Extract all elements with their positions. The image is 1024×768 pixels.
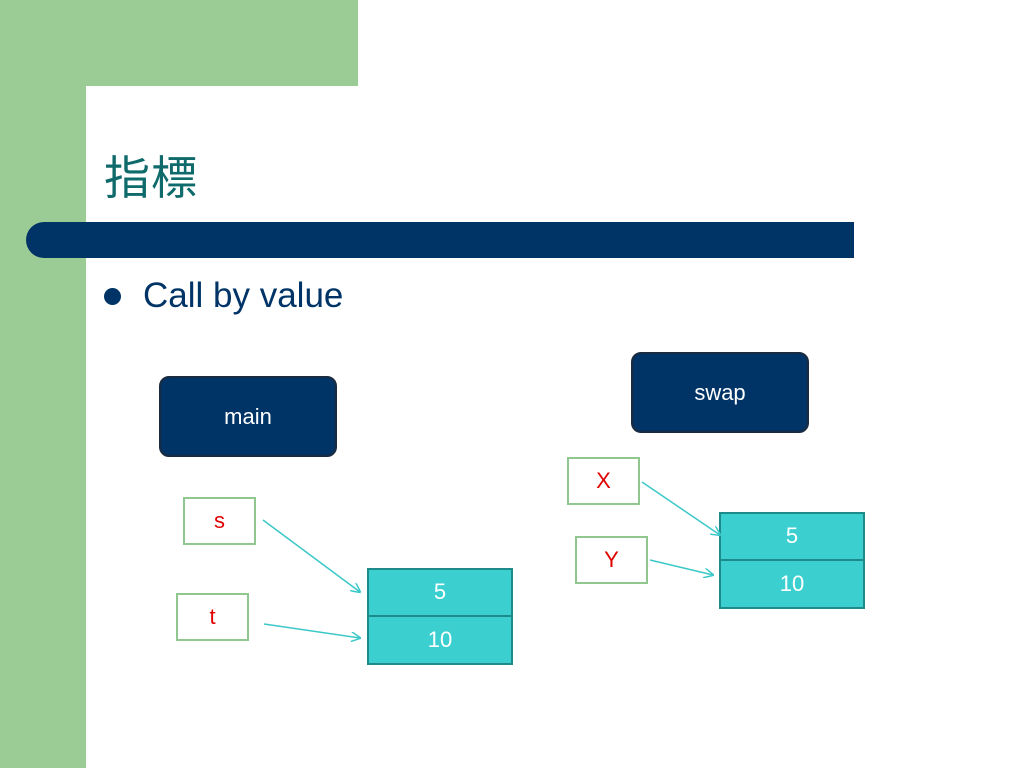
bullet-text: Call by value: [143, 276, 344, 315]
bullet-dot: [104, 288, 121, 305]
swap-memory-stack: 5 10: [719, 512, 865, 609]
main-memory-stack: 5 10: [367, 568, 513, 665]
var-label: X: [596, 468, 611, 493]
memory-cell-bottom: 10: [427, 626, 453, 652]
memory-cell-top: 5: [369, 570, 511, 617]
slide-title: 指標: [104, 151, 198, 205]
swap-function-label: swap: [694, 379, 746, 405]
arrow-s-to-memory: [262, 519, 360, 592]
arrow-x-to-memory: [641, 481, 720, 535]
arrow-t-to-memory: [263, 623, 360, 638]
memory-cell-bottom: 10: [779, 570, 805, 596]
var-label: Y: [604, 547, 619, 572]
memory-cell-top: 5: [721, 514, 863, 561]
swap-var-y: Y: [575, 536, 648, 584]
swap-function-box: swap: [631, 352, 809, 433]
decor-content-corner: [86, 86, 166, 166]
main-function-label: main: [224, 403, 272, 429]
main-var-t: t: [176, 593, 249, 641]
arrow-y-to-memory: [649, 559, 713, 575]
var-label: s: [214, 508, 225, 533]
var-label: t: [209, 604, 216, 629]
main-var-s: s: [183, 497, 256, 545]
decor-green-left: [0, 0, 86, 768]
title-underline-bar: [26, 222, 854, 258]
swap-var-x: X: [567, 457, 640, 505]
main-function-box: main: [159, 376, 337, 457]
